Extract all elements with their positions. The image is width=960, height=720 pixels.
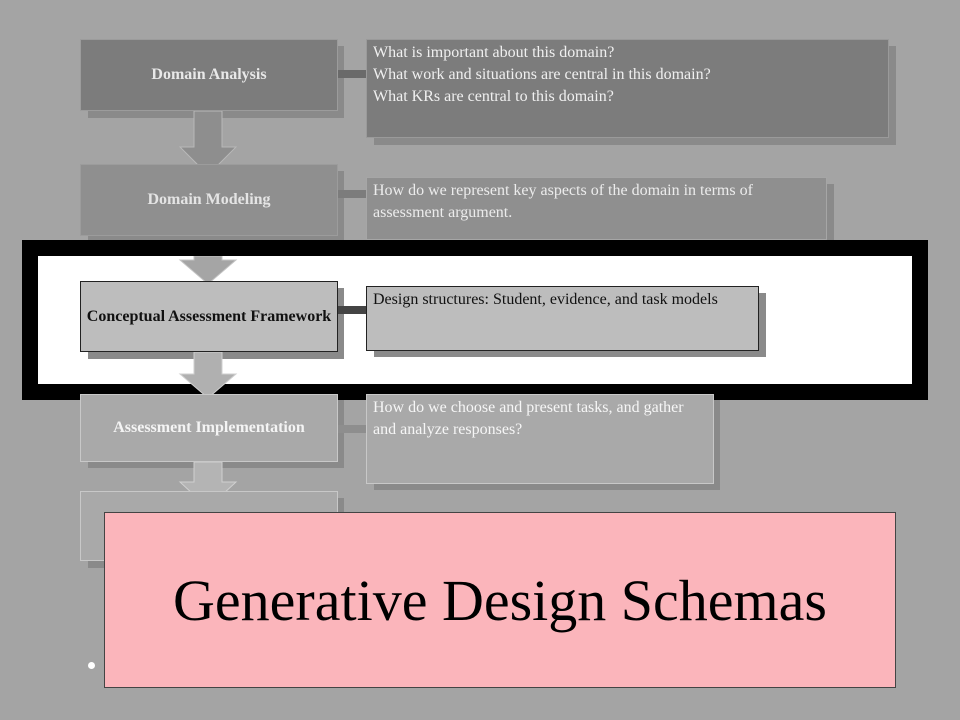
layer-label: Conceptual Assessment Framework bbox=[86, 307, 332, 325]
layer-domain-modeling: Domain Modeling bbox=[80, 164, 338, 236]
description-conceptual-assessment-framework: Design structures: Student, evidence, an… bbox=[366, 286, 759, 351]
description-line: How do we represent key aspects of the d… bbox=[373, 182, 753, 221]
description-domain-modeling: How do we represent key aspects of the d… bbox=[366, 177, 827, 240]
arrow-down-icon bbox=[178, 256, 238, 285]
description-assessment-implementation: How do we choose and present tasks, and … bbox=[366, 394, 714, 484]
description-domain-analysis: What is important about this domain? Wha… bbox=[366, 39, 889, 138]
description-line: Design structures: Student, evidence, an… bbox=[373, 291, 718, 308]
layer-label: Domain Analysis bbox=[151, 66, 267, 83]
layer-label: Domain Modeling bbox=[147, 191, 271, 208]
connector-line bbox=[338, 425, 368, 433]
description-line: What work and situations are central in … bbox=[373, 66, 711, 83]
overlay-title: Generative Design Schemas bbox=[173, 567, 827, 633]
connector-line bbox=[338, 70, 368, 78]
connector-line bbox=[338, 190, 368, 198]
bullet-dot bbox=[88, 662, 95, 669]
arrow-down-icon bbox=[178, 111, 238, 176]
description-line: How do we choose and present tasks, and … bbox=[373, 399, 684, 438]
layer-domain-analysis: Domain Analysis bbox=[80, 39, 338, 111]
description-line: What KRs are central to this domain? bbox=[373, 88, 614, 105]
description-line: What is important about this domain? bbox=[373, 44, 615, 61]
arrow-down-icon bbox=[178, 352, 238, 399]
connector-line bbox=[338, 306, 368, 314]
layer-conceptual-assessment-framework: Conceptual Assessment Framework bbox=[80, 281, 338, 352]
layer-label: Assessment Implementation bbox=[113, 419, 305, 436]
layer-assessment-implementation: Assessment Implementation bbox=[80, 394, 338, 462]
overlay-title-box: Generative Design Schemas bbox=[104, 512, 896, 688]
